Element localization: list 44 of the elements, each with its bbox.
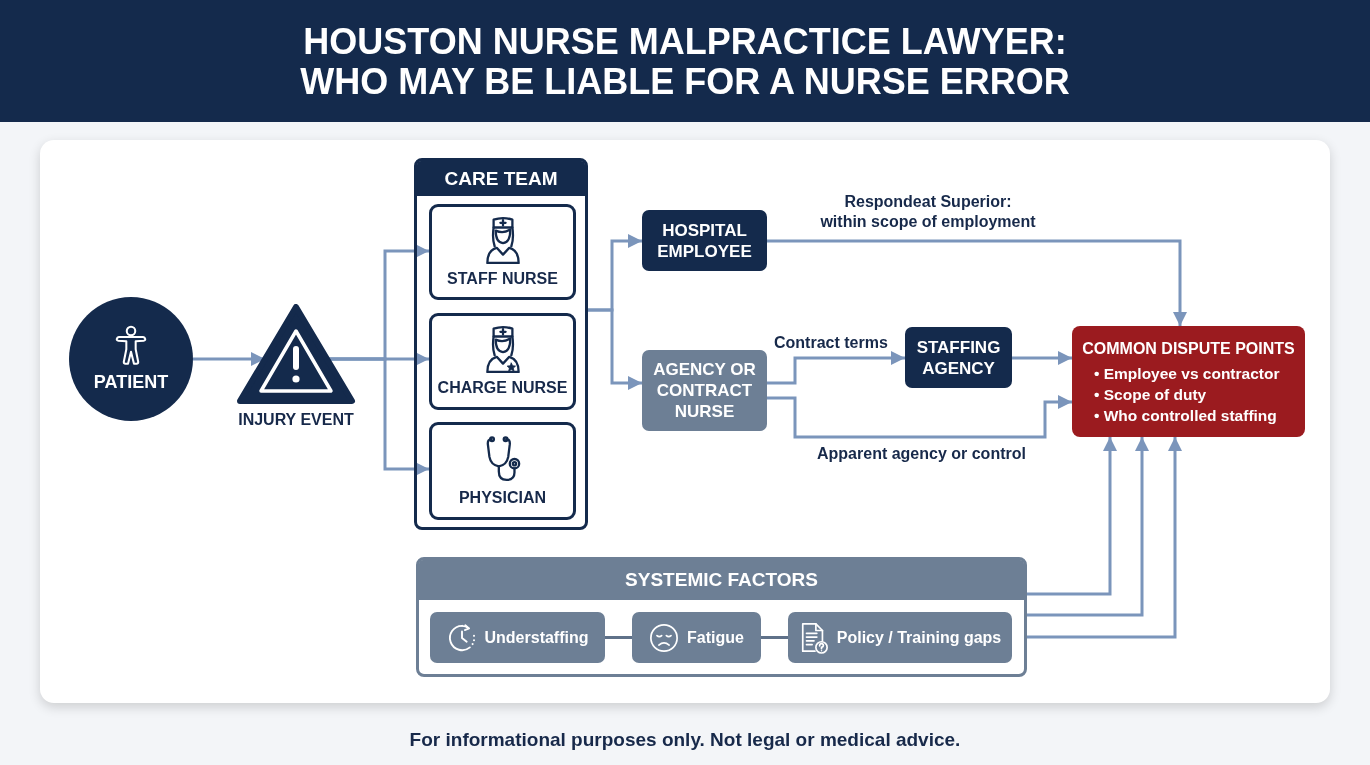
edge-label: Apparent agency or control <box>815 444 1028 464</box>
list-item: • Employee vs contractor <box>1094 363 1280 384</box>
process-box <box>642 210 767 271</box>
arrow <box>1012 351 1072 365</box>
arrow <box>767 239 1187 326</box>
arrow <box>1027 437 1182 639</box>
factor-card <box>788 612 1012 663</box>
factor-card <box>632 612 761 663</box>
role-label: PHYSICIAN <box>458 487 547 508</box>
arrow <box>327 357 429 476</box>
arrow <box>767 395 1072 439</box>
arrow <box>193 352 265 366</box>
node-label: HOSPITAL EMPLOYEE <box>656 219 753 262</box>
factor-label: Understaffing <box>484 627 589 648</box>
factor-label: Fatigue <box>687 627 744 648</box>
factors-panel <box>416 557 1027 677</box>
care-team-panel <box>414 158 588 530</box>
list-item: • Scope of duty <box>1094 384 1207 405</box>
connector-line <box>761 636 788 639</box>
node-label: INJURY EVENT <box>237 410 355 430</box>
process-box <box>905 327 1012 388</box>
title: HOUSTON NURSE MALPRACTICE LAWYER: WHO MAY BE LIABLE FOR A NURSE ERROR <box>299 22 1071 102</box>
role-card <box>429 204 576 300</box>
process-box <box>642 350 767 431</box>
node-label: AGENCY OR CONTRACT NURSE <box>652 359 757 422</box>
role-card <box>429 313 576 410</box>
panel-heading: SYSTEMIC FACTORS <box>419 560 1024 600</box>
factor-label: Policy / Training gaps <box>836 627 1002 648</box>
factor-card <box>430 612 605 663</box>
arrow <box>1027 437 1149 617</box>
arrow <box>1027 437 1117 596</box>
alert-box <box>1072 326 1305 437</box>
footer-note: For informational purposes only. Not legal or medical advice. <box>409 728 961 752</box>
node-label: PATIENT <box>93 371 169 393</box>
connector-line <box>605 636 632 639</box>
role-label: CHARGE NURSE <box>437 378 568 398</box>
panel-heading: CARE TEAM <box>417 161 585 196</box>
list-item: • Who controlled staffing <box>1094 405 1277 426</box>
arrow <box>588 308 642 390</box>
alert-heading: COMMON DISPUTE POINTS <box>1081 338 1296 359</box>
arrow <box>767 351 905 385</box>
node-label: STAFFING AGENCY <box>915 336 1002 379</box>
role-label: STAFF NURSE <box>447 268 558 289</box>
role-card <box>429 422 576 520</box>
